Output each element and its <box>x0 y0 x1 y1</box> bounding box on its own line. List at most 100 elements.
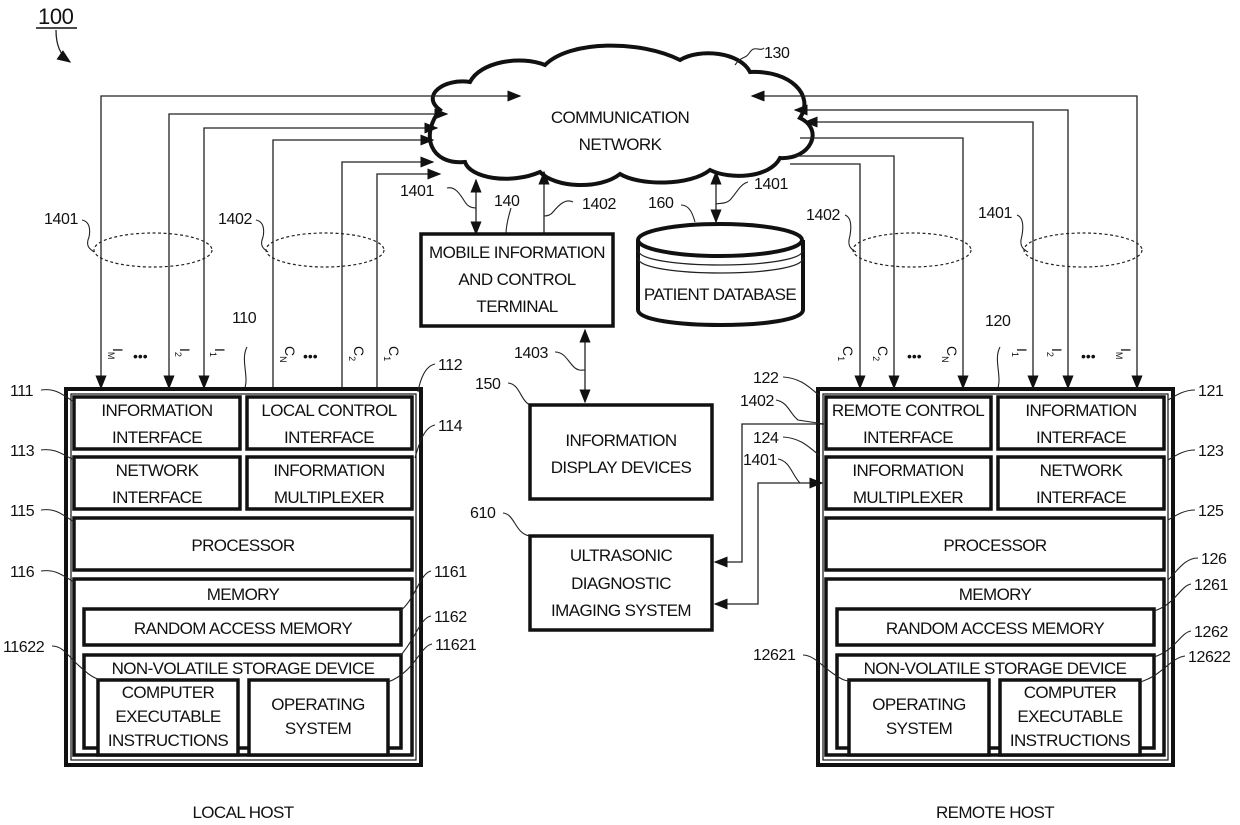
local-info-link-ref: 1401 <box>44 211 78 228</box>
display-devices-box <box>530 405 712 499</box>
ref-122: 122 <box>753 370 779 387</box>
local-signal-labels: IM ••• I2 I1 CN ••• C2 C1 <box>106 346 402 364</box>
remote-control-interface-line2: INTERFACE <box>863 428 953 447</box>
svg-text:IM: IM <box>106 348 126 359</box>
mobile-terminal-line1: MOBILE INFORMATION <box>429 243 605 262</box>
patient-db-label: PATIENT DATABASE <box>644 285 797 304</box>
ultrasound-line2: DIAGNOSTIC <box>571 574 671 593</box>
ultrasound-ref: 610 <box>470 505 496 522</box>
svg-text:C1: C1 <box>382 346 402 361</box>
local-cei-line1: COMPUTER <box>122 683 215 702</box>
ref-124: 124 <box>753 430 779 447</box>
control-bundle-ellipse-remote <box>853 233 971 267</box>
local-memory-label: MEMORY <box>207 585 280 604</box>
network-label-line2: NETWORK <box>579 135 663 154</box>
local-multiplexer-line2: MULTIPLEXER <box>274 488 385 507</box>
local-os-line2: SYSTEM <box>285 719 351 738</box>
local-host-ref: 110 <box>232 310 257 327</box>
remote-cei-line3: INSTRUCTIONS <box>1010 731 1131 750</box>
figure-arrow-icon <box>56 30 70 62</box>
remote-network-interface-line1: NETWORK <box>1040 461 1124 480</box>
display-link-ref: 1403 <box>514 345 548 362</box>
control-bundle-ellipse-local <box>266 233 384 267</box>
remote-host: 120 REMOTE CONTROL INTERFACE INFORMATION… <box>740 313 1231 822</box>
info-bundle-ellipse-local <box>94 233 212 267</box>
remote-nvs-label: NON-VOLATILE STORAGE DEVICE <box>864 659 1127 678</box>
ref-114: 114 <box>438 418 463 435</box>
local-info-interface-line1: INFORMATION <box>101 401 212 420</box>
local-os-line1: OPERATING <box>271 695 364 714</box>
mobile-terminal-line3: TERMINAL <box>476 297 557 316</box>
mobile-control-link-ref: 1402 <box>582 196 616 213</box>
info-bundle-ellipse-remote <box>1024 233 1142 267</box>
local-host-caption: LOCAL HOST <box>192 803 293 822</box>
mobile-terminal: 1401 1402 140 MOBILE INFORMATION AND CON… <box>400 172 616 326</box>
display-devices-ref: 150 <box>475 376 501 393</box>
local-info-interface-line2: INTERFACE <box>112 428 202 447</box>
db-info-link-ref: 1401 <box>754 176 788 193</box>
remote-multiplexer-line1: INFORMATION <box>852 461 963 480</box>
remote-control-ellipsis: ••• <box>907 348 922 364</box>
local-cei-line2: EXECUTABLE <box>115 707 220 726</box>
svg-text:IM: IM <box>1114 348 1134 359</box>
ref-121: 121 <box>1198 383 1224 400</box>
ref-123: 123 <box>1198 443 1224 460</box>
ref-1161: 1161 <box>434 564 467 581</box>
figure-number: 100 <box>36 4 77 62</box>
remote-network-interface-line2: INTERFACE <box>1036 488 1126 507</box>
remote-multiplexer-line2: MULTIPLEXER <box>853 488 964 507</box>
ultrasound-line3: IMAGING SYSTEM <box>551 601 691 620</box>
ref-1262: 1262 <box>1194 624 1228 641</box>
remote-info-ellipsis: ••• <box>1081 348 1096 364</box>
local-network-interface-line2: INTERFACE <box>112 488 202 507</box>
ref-11621: 11621 <box>435 637 477 654</box>
remote-signal-labels: C1 C2 ••• CN I1 I2 ••• IM <box>836 346 1134 364</box>
local-control-ellipsis: ••• <box>303 348 318 364</box>
local-processor-label: PROCESSOR <box>191 536 295 555</box>
patient-database: 1401 160 PATIENT DATABASE <box>638 172 803 325</box>
remote-ram-label: RANDOM ACCESS MEMORY <box>886 619 1104 638</box>
local-network-interface-line1: NETWORK <box>116 461 200 480</box>
communication-network: COMMUNICATION NETWORK 130 <box>430 45 813 185</box>
local-cei-line3: INSTRUCTIONS <box>108 731 229 750</box>
local-control-interface-line2: INTERFACE <box>284 428 374 447</box>
ref-111: 111 <box>10 383 34 400</box>
local-operating-system <box>249 680 388 755</box>
remote-processor-label: PROCESSOR <box>943 536 1047 555</box>
remote-control-interface-line1: REMOTE CONTROL <box>832 401 984 420</box>
ref-113: 113 <box>10 443 35 460</box>
remote-os-line1: OPERATING <box>872 695 965 714</box>
patient-db-ref: 160 <box>648 195 674 212</box>
svg-text:I1: I1 <box>208 348 228 357</box>
figure-number-text: 100 <box>38 4 74 29</box>
local-multiplexer-line1: INFORMATION <box>273 461 384 480</box>
ref-116: 116 <box>10 564 35 581</box>
network-label-line1: COMMUNICATION <box>551 108 689 127</box>
local-nvs-label: NON-VOLATILE STORAGE DEVICE <box>112 659 375 678</box>
ref-125: 125 <box>1198 503 1224 520</box>
remote-control-link-ref: 1402 <box>806 207 840 224</box>
svg-text:CN: CN <box>278 346 298 363</box>
remote-cei-line2: EXECUTABLE <box>1017 707 1122 726</box>
network-ref: 130 <box>764 45 790 62</box>
ref-1162: 1162 <box>434 609 467 626</box>
svg-text:I1: I1 <box>1010 348 1030 357</box>
remote-os-line2: SYSTEM <box>886 719 952 738</box>
svg-text:C1: C1 <box>836 346 856 361</box>
display-devices: 1403 150 INFORMATION DISPLAY DEVICES <box>475 330 712 499</box>
local-control-link-ref: 1402 <box>218 211 252 228</box>
svg-text:I2: I2 <box>173 348 193 357</box>
display-devices-line2: DISPLAY DEVICES <box>551 458 692 477</box>
svg-text:C2: C2 <box>347 346 367 361</box>
local-ram-label: RANDOM ACCESS MEMORY <box>134 619 352 638</box>
local-host: 110 INFORMATION INTERFACE LOCAL CONTROL … <box>3 310 477 822</box>
ref-1401-remote: 1401 <box>743 452 777 469</box>
local-info-ellipsis: ••• <box>133 348 148 364</box>
mobile-info-link-ref: 1401 <box>400 183 434 200</box>
svg-text:CN: CN <box>940 346 960 363</box>
ref-112: 112 <box>438 357 463 374</box>
remote-cei-line1: COMPUTER <box>1024 683 1117 702</box>
ref-126: 126 <box>1201 551 1227 568</box>
ref-12622: 12622 <box>1188 649 1231 666</box>
